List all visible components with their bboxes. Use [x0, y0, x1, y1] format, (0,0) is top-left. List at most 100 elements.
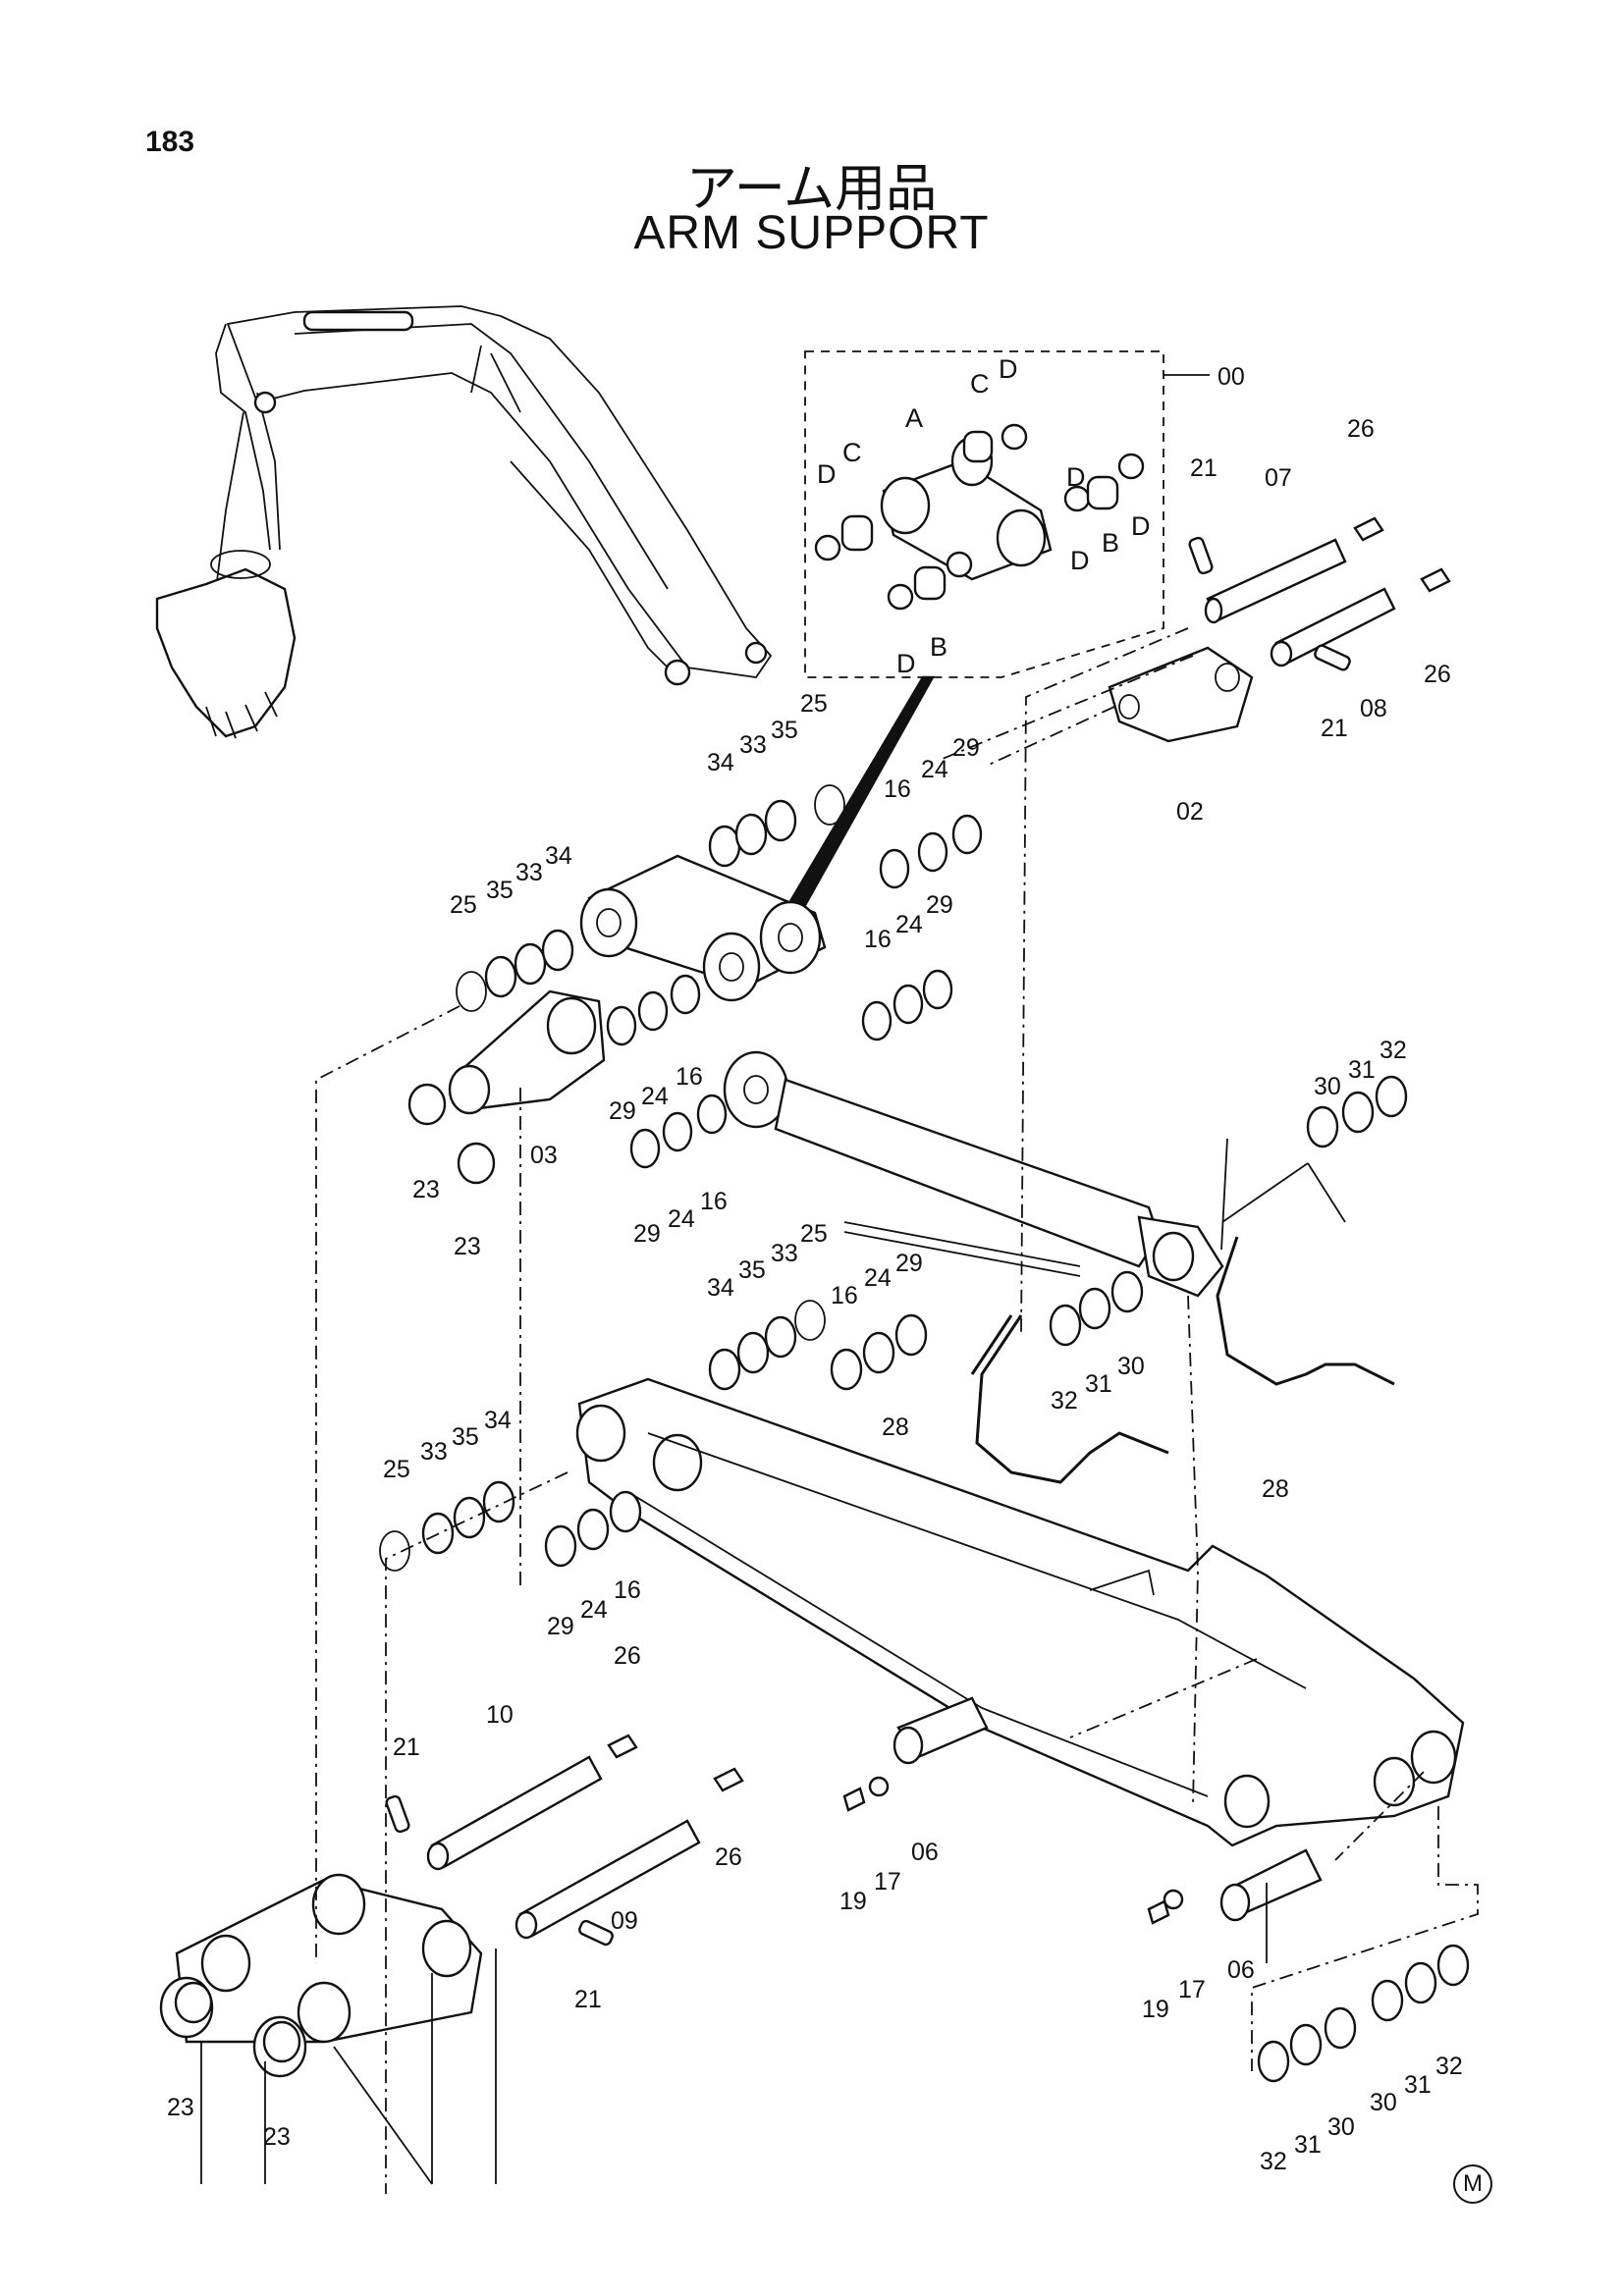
callout-25: 25 [383, 1456, 410, 1483]
hoses-28 [970, 1236, 1395, 1484]
callout-25: 25 [800, 690, 828, 718]
callout-29: 29 [609, 1097, 636, 1125]
pins-06 [842, 1696, 1323, 1925]
callout-D: D [999, 354, 1018, 384]
callout-17: 17 [1178, 1976, 1206, 2003]
excavator-overview-sketch [155, 305, 773, 739]
callout-30: 30 [1117, 1353, 1145, 1380]
callout-07: 07 [1265, 464, 1292, 492]
guide-lines [315, 627, 1479, 2194]
callout-B: B [1102, 528, 1119, 558]
link-assembly-detail [779, 350, 1210, 925]
callout-33: 33 [771, 1240, 798, 1267]
callout-16: 16 [676, 1063, 703, 1091]
bucket-cylinder [723, 1050, 1224, 1298]
callout-09: 09 [611, 1907, 638, 1935]
callout-D: D [896, 649, 916, 678]
callout-34: 34 [545, 842, 572, 870]
callout-10: 10 [486, 1701, 514, 1729]
callout-21: 21 [1321, 715, 1348, 742]
callout-A: A [905, 403, 923, 433]
bracket-02 [1108, 646, 1254, 743]
callout-16: 16 [864, 926, 892, 953]
callout-26: 26 [715, 1843, 742, 1871]
callout-23: 23 [263, 2123, 291, 2151]
callout-D: D [1066, 462, 1086, 492]
callout-19: 19 [839, 1888, 867, 1915]
callout-16: 16 [700, 1188, 728, 1215]
pins-07-08 [1188, 516, 1451, 671]
callout-29: 29 [633, 1220, 661, 1248]
callout-06: 06 [911, 1839, 939, 1866]
title-japanese: アーム用品 [685, 160, 938, 219]
callout-32: 32 [1051, 1387, 1078, 1415]
callout-35: 35 [771, 717, 798, 744]
callout-29: 29 [952, 734, 980, 762]
callout-31: 31 [1294, 2131, 1322, 2159]
callout-28: 28 [882, 1414, 909, 1441]
callout-30: 30 [1327, 2113, 1355, 2141]
callout-34: 34 [707, 749, 734, 776]
callout-29: 29 [547, 1613, 574, 1640]
callout-29: 29 [926, 891, 953, 919]
callout-D: D [1131, 511, 1151, 541]
callout-30: 30 [1370, 2089, 1397, 2116]
callout-24: 24 [895, 911, 923, 938]
boom-end [159, 1873, 497, 2185]
callout-26: 26 [1424, 661, 1451, 688]
callout-24: 24 [921, 756, 948, 783]
arm-body [575, 1377, 1465, 1847]
callout-24: 24 [864, 1264, 892, 1292]
callout-26: 26 [1347, 415, 1375, 443]
callout-35: 35 [452, 1423, 479, 1451]
washers [379, 784, 1470, 2083]
callout-17: 17 [874, 1868, 901, 1896]
page-number: 183 [145, 126, 195, 158]
callout-C: C [842, 438, 862, 467]
callout-29: 29 [895, 1250, 923, 1277]
pins-10-09 [385, 1734, 744, 1947]
callout-31: 31 [1348, 1056, 1376, 1084]
callout-16: 16 [831, 1282, 858, 1309]
callout-21: 21 [393, 1734, 420, 1761]
callout-28: 28 [1262, 1475, 1289, 1503]
callout-24: 24 [641, 1083, 669, 1110]
callout-30: 30 [1314, 1073, 1341, 1100]
callout-35: 35 [738, 1256, 766, 1284]
fitting-03 [174, 989, 606, 2063]
callout-23: 23 [412, 1176, 440, 1203]
callout-03: 03 [530, 1142, 558, 1169]
callout-16: 16 [884, 775, 911, 803]
callout-32: 32 [1380, 1037, 1407, 1064]
callout-23: 23 [454, 1233, 481, 1260]
callout-06: 06 [1227, 1956, 1255, 1984]
callout-33: 33 [739, 731, 767, 759]
callout-25: 25 [800, 1220, 828, 1248]
callout-32: 32 [1260, 2148, 1287, 2175]
callout-31: 31 [1404, 2071, 1432, 2099]
callout-19: 19 [1142, 1996, 1169, 2023]
callout-34: 34 [484, 1407, 512, 1434]
callout-26: 26 [614, 1642, 641, 1670]
callout-24: 24 [668, 1205, 695, 1233]
callout-34: 34 [707, 1274, 734, 1302]
callout-08: 08 [1360, 695, 1387, 722]
callout-B: B [930, 632, 947, 662]
callout-00: 00 [1217, 363, 1245, 391]
callout-21: 21 [574, 1986, 602, 2013]
callout-D: D [817, 459, 837, 489]
callout-16: 16 [614, 1576, 641, 1604]
callout-35: 35 [486, 877, 514, 904]
callout-D: D [1070, 546, 1090, 575]
corner-mark: M [1453, 2164, 1492, 2204]
callout-C: C [970, 369, 990, 399]
callout-25: 25 [450, 891, 477, 919]
callout-31: 31 [1085, 1370, 1112, 1398]
callout-32: 32 [1435, 2053, 1463, 2080]
arm-link [579, 854, 827, 1002]
callout-23: 23 [167, 2094, 194, 2121]
callout-21: 21 [1190, 454, 1217, 482]
